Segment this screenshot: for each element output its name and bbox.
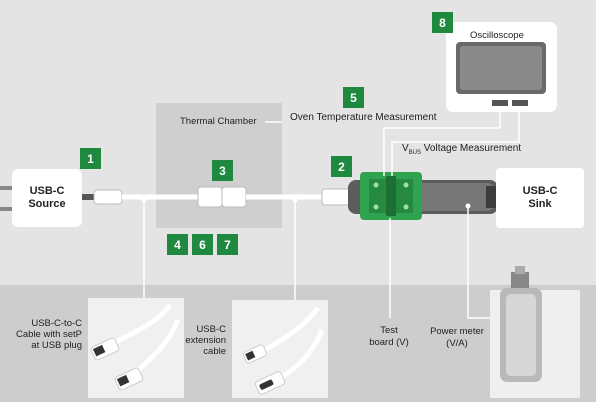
sink-label-line1: USB-C: [522, 185, 558, 197]
cable-label-line3: at USB plug: [31, 340, 82, 351]
vbus-prefix: V: [402, 143, 409, 154]
extension-cable-label: USB-C extension cable: [174, 324, 226, 357]
badge-4: 4: [167, 234, 188, 255]
source-plug-prong-bottom: [0, 207, 18, 211]
usb-c-source: USB-C Source: [12, 169, 82, 227]
test-board-trace: [386, 176, 396, 216]
cable-photo-plug-tip: [92, 344, 106, 357]
power-meter-label-line2: (V/A): [446, 338, 468, 349]
cable-photo-plug-tip: [116, 374, 130, 387]
extension-callout-dot: [292, 197, 298, 203]
power-meter-label-line1: Power meter: [430, 326, 484, 337]
ext-label-line1: USB-C: [196, 324, 226, 335]
cable-connector-left: [197, 186, 223, 208]
test-board-label-line2: board (V): [369, 337, 409, 348]
test-board-pad: [373, 204, 379, 210]
extension-photo-plug-tip: [245, 350, 256, 361]
power-meter-callout-dot: [465, 203, 471, 209]
source-plug-prong-top: [0, 186, 18, 190]
vbus-subscript: BUS: [408, 150, 422, 156]
test-board-plug: [321, 188, 351, 206]
power-meter-connector-tip: [515, 266, 525, 274]
ext-label-line3: cable: [203, 346, 226, 357]
oscilloscope-probe-port: [492, 100, 508, 106]
test-board-label-line1: Test: [380, 325, 398, 336]
source-label-line2: Source: [28, 198, 66, 210]
cable-label-line1: USB-C-to-C: [31, 318, 82, 329]
power-meter-callout-line: [467, 206, 496, 319]
usb-c-sink: USB-C Sink: [496, 168, 584, 228]
extension-photo-receptacle-slot: [259, 379, 274, 390]
badge-2: 2: [331, 156, 352, 177]
power-meter-connector: [511, 272, 529, 288]
sink-cable-shield: [405, 183, 495, 211]
test-board-pad: [403, 182, 409, 188]
power-meter-device-face: [506, 294, 536, 376]
vbus-measurement-label: VBUS Voltage Measurement: [402, 143, 521, 156]
badge-7: 7: [217, 234, 238, 255]
cable-label: USB-C-to-C Cable with setP at USB plug: [16, 318, 82, 351]
cable-callout-dot: [141, 197, 147, 203]
sink-port: [486, 186, 498, 208]
oscilloscope-screen-inner: [460, 46, 542, 90]
cable-label-line2: Cable with setP: [16, 329, 83, 340]
vbus-probe-line: [383, 106, 501, 176]
ext-label-line2: extension: [185, 335, 226, 346]
cable-connector-right: [221, 186, 247, 208]
badge-3: 3: [212, 160, 233, 181]
vbus-suffix: Voltage Measurement: [421, 143, 522, 154]
oven-temperature-label: Oven Temperature Measurement: [290, 112, 437, 123]
badge-6: 6: [192, 234, 213, 255]
test-board-pad: [373, 182, 379, 188]
power-meter-label: Power meter (V/A): [424, 326, 490, 350]
badge-5: 5: [343, 87, 364, 108]
test-board-pad: [403, 204, 409, 210]
oscilloscope-label: Oscilloscope: [470, 30, 524, 41]
badge-1: 1: [80, 148, 101, 169]
source-cable-plug: [93, 189, 123, 205]
badge-8: 8: [432, 12, 453, 33]
source-label-line1: USB-C: [29, 185, 65, 197]
thermal-chamber-label: Thermal Chamber: [180, 116, 257, 127]
sink-label-line2: Sink: [528, 198, 552, 210]
vbus-probe-line-2: [391, 106, 520, 176]
test-board-label: Test board (V): [358, 325, 420, 349]
oscilloscope-probe-port: [512, 100, 528, 106]
